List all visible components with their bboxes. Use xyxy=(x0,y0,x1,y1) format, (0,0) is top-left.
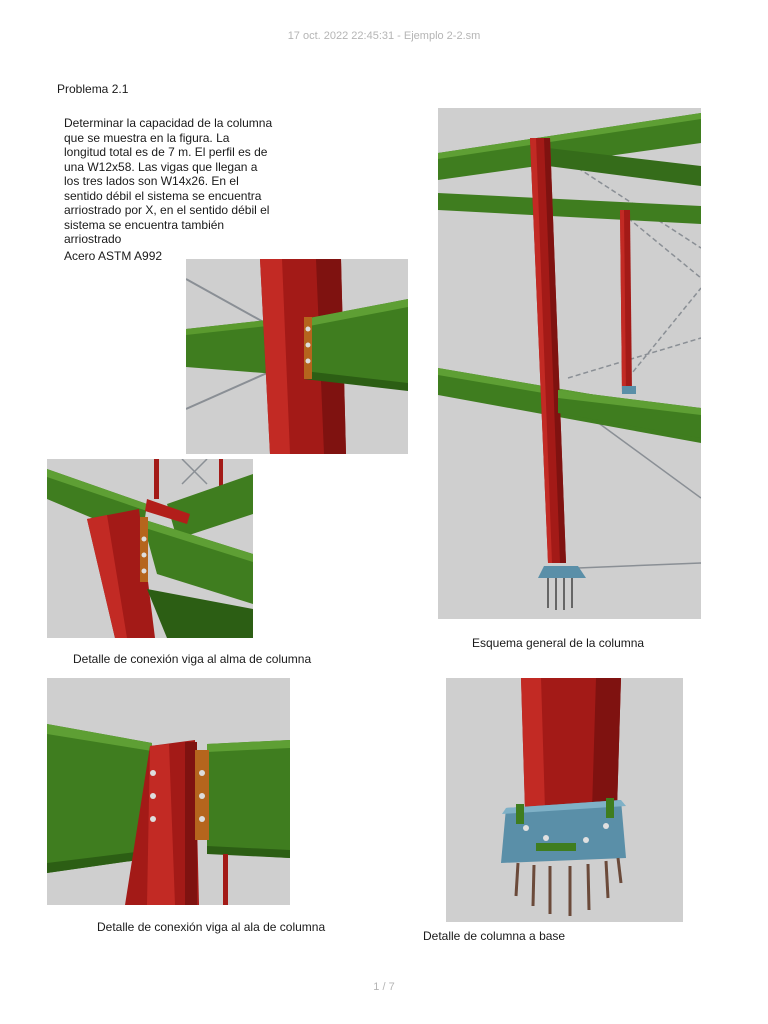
description-line: una W12x58. Las vigas que llegan a xyxy=(64,159,258,174)
description-line: arriostrado por X, en el sentido débil e… xyxy=(64,203,270,217)
figure-general-scheme xyxy=(438,108,701,619)
caption-general-scheme: Esquema general de la columna xyxy=(472,636,645,650)
description-line: sistema se encuentra también xyxy=(64,217,225,232)
figure-column-base xyxy=(446,678,683,922)
description-line: los tres lados son W14x26. En el xyxy=(64,174,239,188)
caption-web-connection: Detalle de conexión viga al alma de colu… xyxy=(73,652,312,666)
figure-web-connection-closeup xyxy=(186,259,408,454)
description-line: Determinar la capacidad de la columna xyxy=(64,116,273,130)
description-line: que se muestra en la figura. La xyxy=(64,130,230,145)
figure-web-connection xyxy=(47,459,253,638)
description-line: sentido débil el sistema se encuentra xyxy=(64,188,262,203)
steel-grade: Acero ASTM A992 xyxy=(64,249,163,263)
caption-flange-connection: Detalle de conexión viga al ala de colum… xyxy=(97,920,326,934)
caption-column-base: Detalle de columna a base xyxy=(423,929,566,943)
description-line: arriostrado xyxy=(64,232,122,246)
problem-description: Determinar la capacidad de la columna qu… xyxy=(64,116,284,247)
page-number: 1 / 7 xyxy=(373,981,395,993)
figure-flange-connection xyxy=(47,678,290,905)
description-line: longitud total es de 7 m. El perfil es d… xyxy=(64,145,268,159)
problem-title: Problema 2.1 xyxy=(57,82,129,96)
page-header: 17 oct. 2022 22:45:31 - Ejemplo 2-2.sm xyxy=(287,30,481,42)
